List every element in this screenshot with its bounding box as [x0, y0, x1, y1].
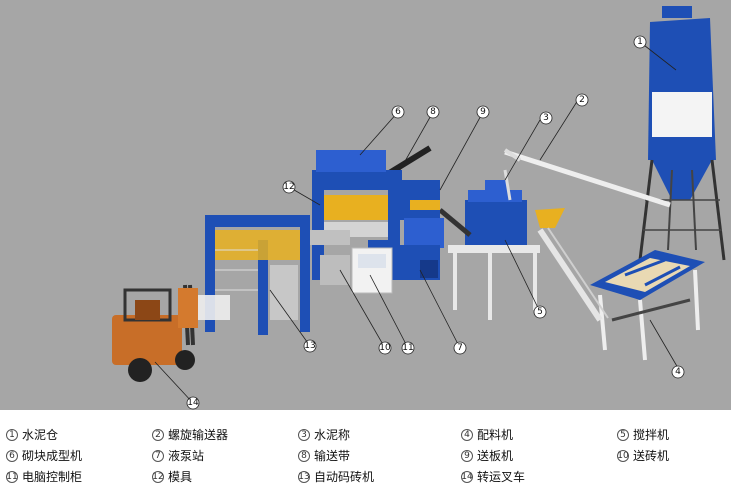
legend-item: 11 电脑控制柜 [6, 468, 82, 485]
production-line-illustration: 1 2 3 4 5 6 7 8 9 10 11 12 13 14 [0, 0, 731, 410]
svg-text:4: 4 [675, 367, 681, 377]
callout-1: 1 [633, 35, 647, 49]
legend-label: 模具 [168, 470, 193, 484]
legend-item: 12 模具 [152, 468, 192, 485]
svg-text:13: 13 [304, 341, 315, 351]
callout-12: 12 [282, 180, 296, 194]
callout-6: 6 [391, 105, 405, 119]
legend-label: 送砖机 [633, 449, 670, 463]
callout-13: 13 [303, 339, 317, 353]
legend-item: 8 输送带 [298, 447, 350, 464]
control-cabinet [351, 247, 393, 294]
automatic-stacker [190, 215, 350, 335]
legend-number: 2 [152, 428, 164, 441]
legend-label: 螺旋输送器 [168, 428, 229, 442]
callout-5: 5 [533, 305, 547, 319]
legend-item: 10 送砖机 [617, 447, 669, 464]
svg-text:9: 9 [480, 107, 486, 117]
legend-number: 12 [152, 470, 164, 483]
mixer-station [448, 169, 565, 320]
legend-number: 14 [461, 470, 473, 483]
legend-label: 砌块成型机 [22, 449, 83, 463]
legend-label: 液泵站 [168, 449, 205, 463]
legend-number: 8 [298, 449, 310, 462]
svg-text:2: 2 [579, 95, 585, 105]
svg-text:5: 5 [537, 307, 543, 317]
callout-2: 2 [575, 93, 589, 107]
legend-item: 5 搅拌机 [617, 426, 669, 443]
legend-label: 搅拌机 [633, 428, 670, 442]
svg-text:12: 12 [283, 182, 294, 192]
legend-number: 4 [461, 428, 473, 441]
callout-7: 7 [453, 341, 467, 355]
callout-11: 11 [401, 341, 415, 355]
legend-number: 10 [617, 449, 629, 462]
production-line-svg: 1 2 3 4 5 6 7 8 9 10 11 12 13 14 [112, 6, 726, 410]
legend-item: 9 送板机 [461, 447, 513, 464]
legend-label: 水泥称 [314, 428, 351, 442]
legend-number: 5 [617, 428, 629, 441]
legend-label: 电脑控制柜 [22, 470, 83, 484]
legend-item: 1 水泥仓 [6, 426, 58, 443]
svg-text:11: 11 [402, 343, 413, 353]
svg-text:7: 7 [457, 343, 463, 353]
legend-label: 送板机 [477, 449, 514, 463]
brick-transfer [320, 255, 350, 285]
legend-label: 自动码砖机 [314, 470, 375, 484]
svg-text:8: 8 [430, 107, 436, 117]
svg-text:3: 3 [543, 113, 549, 123]
svg-text:1: 1 [637, 37, 643, 47]
legend-number: 1 [6, 428, 18, 441]
legend-number: 3 [298, 428, 310, 441]
legend: 1 水泥仓 2 螺旋输送器 3 水泥称 4 配料机 5 搅拌机 6 砌块成型机 7 液泵站 8… [0, 410, 731, 500]
legend-item: 13 自动码砖机 [298, 468, 374, 485]
belt-conveyor [376, 145, 609, 322]
callout-leaders [154, 41, 679, 404]
svg-text:10: 10 [379, 343, 391, 353]
legend-number: 6 [6, 449, 18, 462]
legend-label: 水泥仓 [22, 428, 59, 442]
hydraulic-station [398, 245, 440, 280]
legend-item: 2 螺旋输送器 [152, 426, 228, 443]
legend-item: 3 水泥称 [298, 426, 350, 443]
legend-item: 4 配料机 [461, 426, 513, 443]
legend-number: 13 [298, 470, 310, 483]
cement-silo [638, 6, 726, 261]
board-feeder [404, 218, 444, 248]
batching-machine [590, 250, 705, 361]
svg-text:6: 6 [395, 107, 401, 117]
svg-text:14: 14 [187, 398, 199, 408]
legend-number: 11 [6, 470, 18, 483]
legend-item: 14 转运叉车 [461, 468, 525, 485]
callout-10: 10 [378, 341, 392, 355]
screw-conveyor [504, 149, 671, 208]
callout-9: 9 [476, 105, 490, 119]
callout-4: 4 [671, 365, 685, 379]
callout-8: 8 [426, 105, 440, 119]
callout-14: 14 [186, 396, 200, 410]
legend-label: 输送带 [314, 449, 351, 463]
legend-number: 9 [461, 449, 473, 462]
legend-label: 转运叉车 [477, 470, 526, 484]
legend-label: 配料机 [477, 428, 514, 442]
forklift [112, 284, 198, 382]
legend-item: 7 液泵站 [152, 447, 204, 464]
legend-number: 7 [152, 449, 164, 462]
legend-item: 6 砌块成型机 [6, 447, 82, 464]
callout-3: 3 [539, 111, 553, 125]
